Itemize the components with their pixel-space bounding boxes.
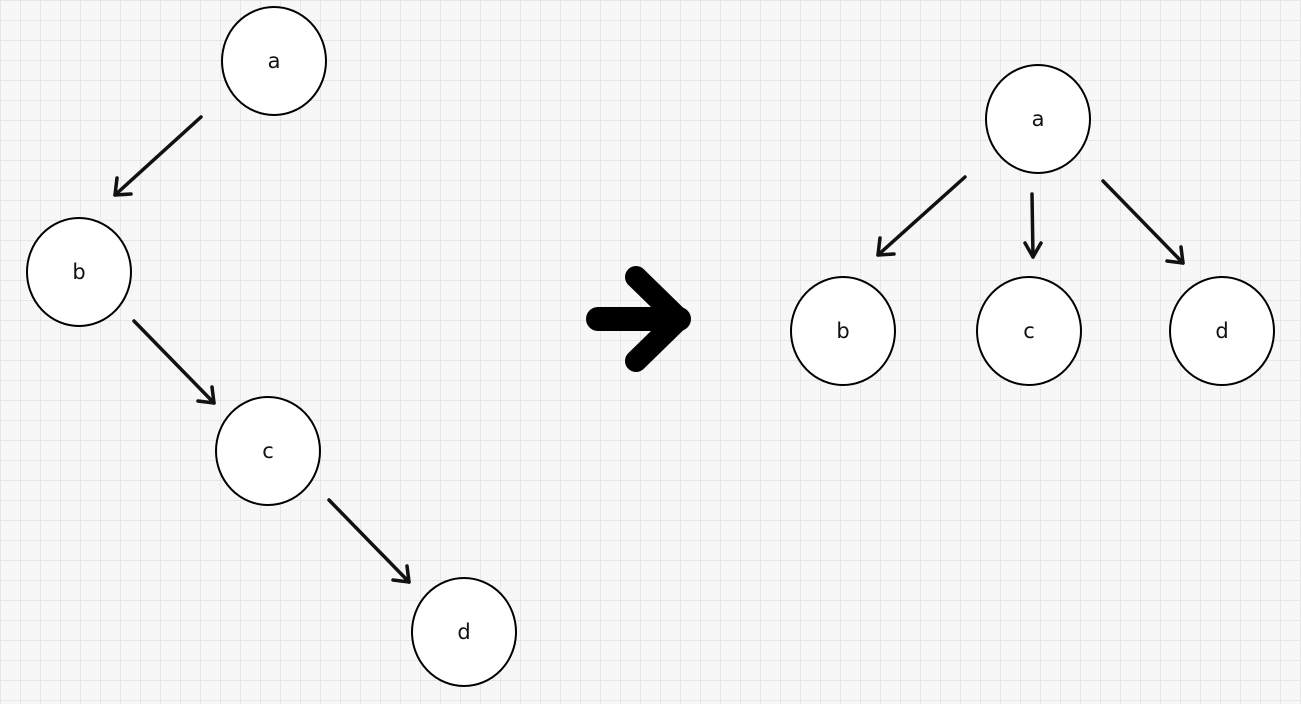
node-label: b	[836, 319, 849, 343]
before-tree: a b c d	[26, 6, 517, 687]
edge-b-to-c	[132, 319, 216, 405]
edge-a-to-d	[1101, 179, 1185, 265]
node-b: b	[26, 217, 132, 327]
node-label: a	[268, 49, 281, 73]
edge-a-to-b	[113, 115, 203, 197]
node-c: c	[215, 396, 321, 506]
node-label: c	[262, 439, 274, 463]
edge-c-to-d	[327, 498, 411, 584]
node-a: a	[221, 6, 327, 116]
edge-a-to-c	[1023, 192, 1043, 259]
node-d: d	[1169, 276, 1275, 386]
edge-a-to-b	[876, 175, 967, 257]
right-arrow-icon	[586, 266, 691, 372]
node-label: d	[1215, 319, 1228, 343]
after-tree: a b c d	[790, 64, 1275, 386]
node-label: a	[1032, 107, 1045, 131]
node-d: d	[411, 577, 517, 687]
node-label: d	[457, 620, 470, 644]
node-b: b	[790, 276, 896, 386]
node-label: c	[1023, 319, 1035, 343]
node-c: c	[976, 276, 1082, 386]
node-a: a	[985, 64, 1091, 174]
node-label: b	[72, 260, 85, 284]
